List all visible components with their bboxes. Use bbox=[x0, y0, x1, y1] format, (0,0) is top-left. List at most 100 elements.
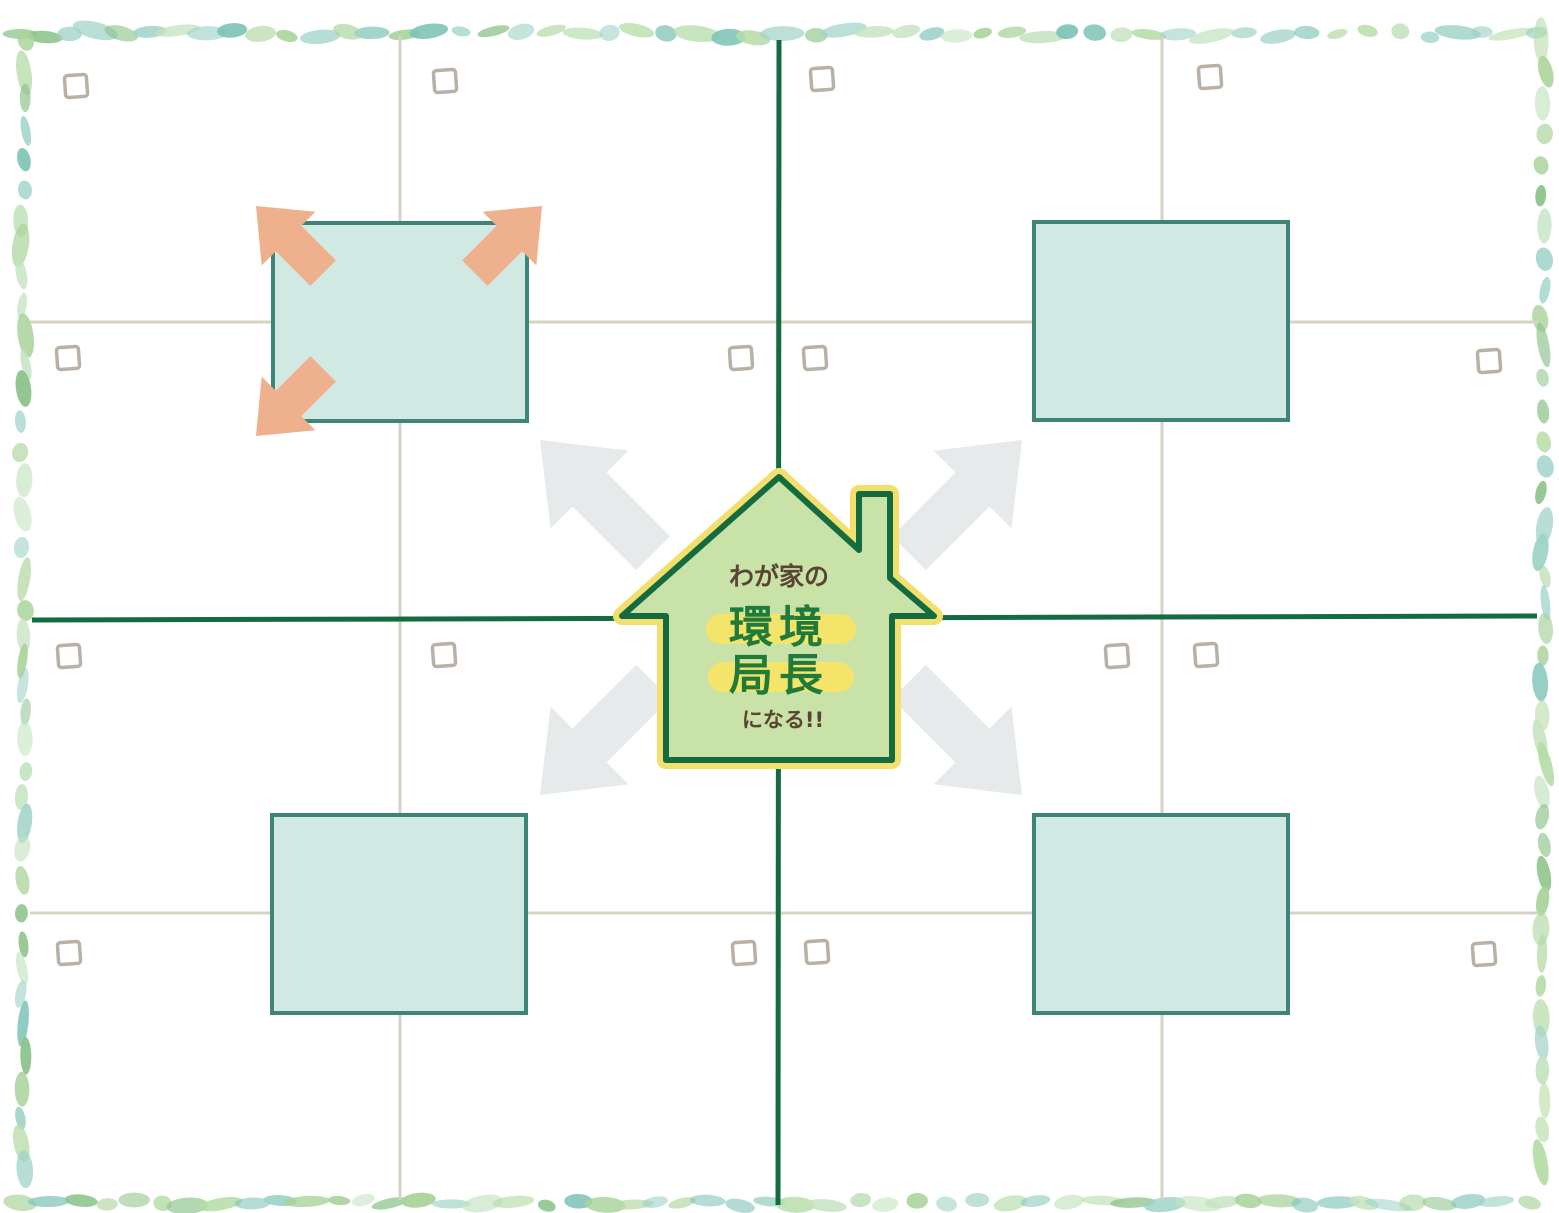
square-checkbox-icon bbox=[805, 940, 828, 963]
brush-stroke bbox=[354, 26, 390, 39]
brush-stroke bbox=[849, 1192, 871, 1209]
brush-stroke bbox=[400, 1191, 436, 1209]
brush-stroke bbox=[1534, 246, 1555, 273]
brush-stroke bbox=[1537, 276, 1552, 304]
brush-stroke bbox=[891, 22, 921, 40]
title-suffix: になる!! bbox=[742, 708, 824, 732]
brush-stroke bbox=[506, 21, 536, 43]
brush-stroke bbox=[451, 25, 471, 38]
square-checkbox-icon bbox=[432, 643, 455, 666]
brush-stroke bbox=[1530, 1138, 1552, 1187]
brush-stroke bbox=[19, 115, 33, 147]
brush-stroke bbox=[1188, 25, 1235, 47]
brush-stroke bbox=[17, 721, 33, 756]
title-prefix: わが家の bbox=[729, 562, 829, 591]
brush-stroke bbox=[1536, 832, 1553, 859]
brush-stroke bbox=[972, 26, 993, 40]
brush-stroke bbox=[96, 1197, 118, 1211]
brush-stroke bbox=[408, 21, 449, 41]
brush-stroke bbox=[10, 441, 30, 464]
brush-stroke bbox=[13, 536, 31, 559]
brush-stroke bbox=[1536, 123, 1554, 145]
brush-stroke bbox=[906, 1193, 928, 1209]
square-checkbox-icon bbox=[64, 74, 87, 97]
brush-stroke bbox=[1536, 399, 1550, 424]
brush-stroke bbox=[15, 556, 34, 602]
brush-stroke bbox=[13, 865, 32, 896]
brush-stroke bbox=[1535, 1056, 1549, 1084]
brush-stroke bbox=[15, 904, 29, 923]
brush-stroke bbox=[724, 1196, 756, 1213]
brush-stroke bbox=[1534, 185, 1546, 207]
square-checkbox-icon bbox=[810, 67, 833, 90]
brush-stroke bbox=[598, 23, 621, 42]
brush-stroke bbox=[1020, 1193, 1051, 1208]
brush-stroke bbox=[14, 1072, 29, 1107]
brush-stroke bbox=[1535, 975, 1547, 997]
brush-stroke bbox=[1259, 27, 1297, 47]
title-main-line1: 環境 bbox=[729, 602, 829, 653]
idea-box bbox=[1034, 222, 1288, 420]
brush-stroke bbox=[1537, 645, 1549, 665]
brush-stroke bbox=[328, 1195, 351, 1206]
brush-stroke bbox=[1533, 480, 1549, 506]
idea-box bbox=[1034, 815, 1288, 1013]
brush-stroke bbox=[1356, 23, 1379, 39]
square-checkbox-icon bbox=[433, 69, 456, 92]
square-checkbox-icon bbox=[732, 941, 755, 964]
brush-stroke bbox=[690, 1194, 726, 1208]
brush-stroke bbox=[871, 1196, 899, 1213]
brush-stroke bbox=[118, 1193, 150, 1208]
brush-stroke bbox=[1533, 17, 1548, 63]
brush-stroke bbox=[1535, 367, 1551, 388]
square-checkbox-icon bbox=[1194, 643, 1217, 666]
brush-stroke bbox=[20, 1037, 32, 1075]
brush-stroke bbox=[17, 180, 33, 200]
brush-stroke bbox=[1538, 1082, 1551, 1118]
brush-stroke bbox=[12, 834, 33, 863]
brush-stroke bbox=[940, 28, 972, 43]
brush-stroke bbox=[1535, 453, 1557, 479]
brush-stroke bbox=[28, 1196, 70, 1208]
brush-stroke bbox=[1534, 430, 1553, 454]
square-checkbox-icon bbox=[1198, 65, 1221, 88]
square-checkbox-icon bbox=[56, 346, 79, 369]
brush-stroke bbox=[15, 463, 33, 498]
brush-stroke bbox=[1326, 27, 1348, 41]
brush-stroke bbox=[1082, 23, 1106, 42]
brush-stroke bbox=[15, 147, 33, 173]
square-checkbox-icon bbox=[57, 941, 80, 964]
brush-stroke bbox=[1471, 26, 1493, 38]
arrow-icon bbox=[892, 440, 1022, 570]
brush-stroke bbox=[1390, 22, 1410, 40]
arrow-icon bbox=[540, 440, 670, 570]
brush-stroke bbox=[1533, 803, 1551, 831]
brush-stroke bbox=[935, 1195, 958, 1213]
brush-stroke bbox=[537, 1198, 557, 1213]
brush-stroke bbox=[806, 1197, 847, 1213]
brush-stroke bbox=[1531, 662, 1549, 702]
square-checkbox-icon bbox=[1477, 349, 1500, 372]
square-checkbox-icon bbox=[1105, 644, 1128, 667]
brush-stroke bbox=[64, 1193, 98, 1209]
square-checkbox-icon bbox=[803, 346, 826, 369]
brush-stroke bbox=[244, 24, 277, 43]
brush-stroke bbox=[476, 23, 510, 40]
brush-stroke bbox=[1534, 86, 1550, 121]
brush-stroke bbox=[1110, 26, 1133, 43]
house-icon: わが家の 環境 局長 になる!! bbox=[622, 477, 934, 760]
arrow-icon bbox=[540, 665, 670, 795]
square-checkbox-icon bbox=[729, 346, 752, 369]
square-checkbox-icon bbox=[57, 644, 80, 667]
brush-stroke bbox=[1294, 25, 1320, 39]
brush-stroke bbox=[642, 1195, 669, 1210]
brush-stroke bbox=[1533, 1115, 1551, 1143]
brush-stroke bbox=[562, 26, 603, 41]
brush-stroke bbox=[1517, 1194, 1543, 1212]
idea-box bbox=[272, 815, 526, 1013]
brush-stroke bbox=[14, 410, 27, 433]
brush-stroke bbox=[1537, 208, 1552, 244]
brush-stroke bbox=[15, 667, 31, 704]
